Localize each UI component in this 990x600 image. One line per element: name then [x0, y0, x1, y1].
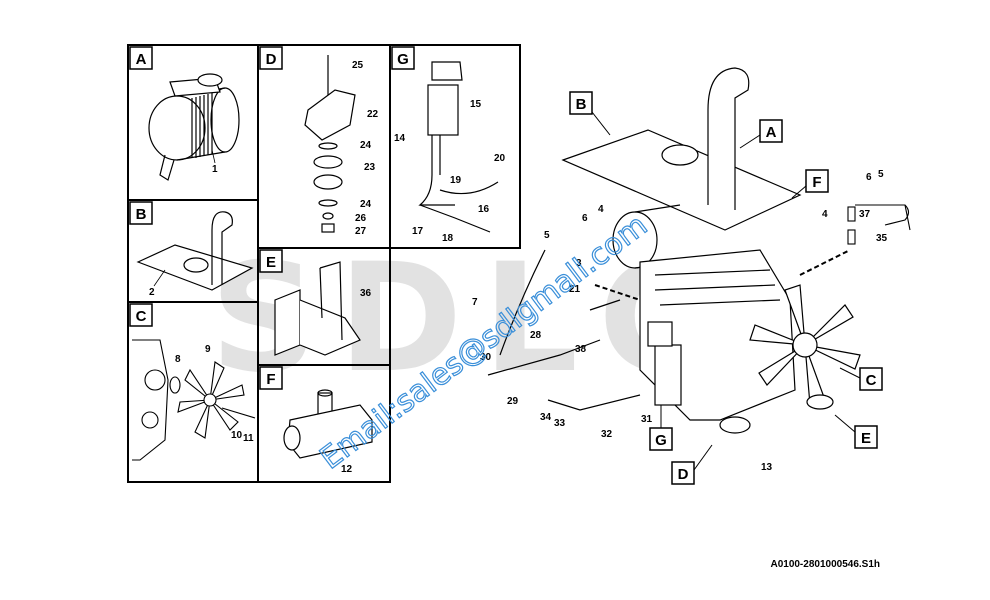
callout-letter-g: G — [655, 432, 667, 449]
part-number: 33 — [554, 418, 566, 429]
callout-letter-e: E — [861, 430, 871, 447]
part-number: 8 — [175, 354, 181, 365]
part-number: 11 — [243, 433, 254, 444]
engine-assembly-drawing — [487, 67, 861, 434]
sensor-drawing — [418, 61, 499, 233]
panel-letter-e: E — [266, 254, 276, 271]
part-number: 23 — [364, 162, 376, 173]
part-number: 24 — [360, 199, 372, 210]
part-number: 10 — [231, 430, 243, 441]
document-id: A0100-2801000546.S1h — [770, 559, 880, 570]
part-number: 36 — [360, 288, 372, 299]
part-number: 15 — [470, 99, 482, 110]
part-number: 5 — [544, 230, 550, 241]
part-number: 17 — [412, 226, 424, 237]
part-number: 31 — [641, 414, 653, 425]
part-number: 32 — [601, 429, 613, 440]
panel-letter-a: A — [136, 51, 147, 68]
part-number: 18 — [442, 233, 454, 244]
part-number: 6 — [582, 213, 588, 224]
part-number: 5 — [878, 169, 884, 180]
part-number: 30 — [480, 352, 492, 363]
part-number: 34 — [540, 412, 552, 423]
part-number: 28 — [530, 330, 542, 341]
part-number: 2 — [149, 287, 155, 298]
part-number: 6 — [866, 172, 872, 183]
part-number: 25 — [352, 60, 364, 71]
panel-letter-f: F — [266, 371, 275, 388]
main-letter-boxes — [569, 91, 883, 485]
part-number: 26 — [355, 213, 367, 224]
part-number: 20 — [494, 153, 506, 164]
exhaust-plate-drawing — [136, 211, 254, 291]
part-number: 14 — [394, 133, 406, 144]
part-number: 27 — [355, 226, 367, 237]
part-number: 35 — [876, 233, 888, 244]
main-letter-leaders — [591, 111, 861, 471]
part-number: 16 — [478, 204, 490, 215]
bracket-drawing — [274, 261, 361, 356]
panel-letter-c: C — [136, 308, 147, 325]
muffler-drawing — [283, 389, 373, 459]
part-number: 13 — [761, 462, 773, 473]
part-number: 19 — [450, 175, 462, 186]
callout-letter-a: A — [766, 124, 777, 141]
part-number: 22 — [367, 109, 379, 120]
part-number: 12 — [341, 464, 353, 475]
air-cleaner-drawing — [148, 73, 240, 181]
part-number: 38 — [575, 344, 587, 355]
callout-letter-d: D — [678, 466, 689, 483]
callout-letter-f: F — [812, 174, 821, 191]
part-number: 29 — [507, 396, 519, 407]
panel-letter-b: B — [136, 206, 147, 223]
part-number: 4 — [598, 204, 604, 215]
part-number: 4 — [822, 209, 828, 220]
engine-mount-drawing — [304, 55, 356, 233]
callout-letter-b: B — [576, 96, 587, 113]
panel-frames — [127, 44, 521, 483]
panel-letter-boxes — [129, 46, 415, 390]
part-number: 7 — [472, 297, 478, 308]
fan-drawing — [132, 339, 256, 461]
part-number: 21 — [569, 284, 581, 295]
part-number: 3 — [576, 258, 582, 269]
fitting-detail-drawing — [847, 204, 911, 245]
part-number: 37 — [859, 209, 871, 220]
part-number: 24 — [360, 140, 372, 151]
callout-letter-c: C — [866, 372, 877, 389]
panel-letter-g: G — [397, 51, 409, 68]
part-number: 1 — [212, 164, 218, 175]
panel-letter-d: D — [266, 51, 277, 68]
part-number: 9 — [205, 344, 211, 355]
